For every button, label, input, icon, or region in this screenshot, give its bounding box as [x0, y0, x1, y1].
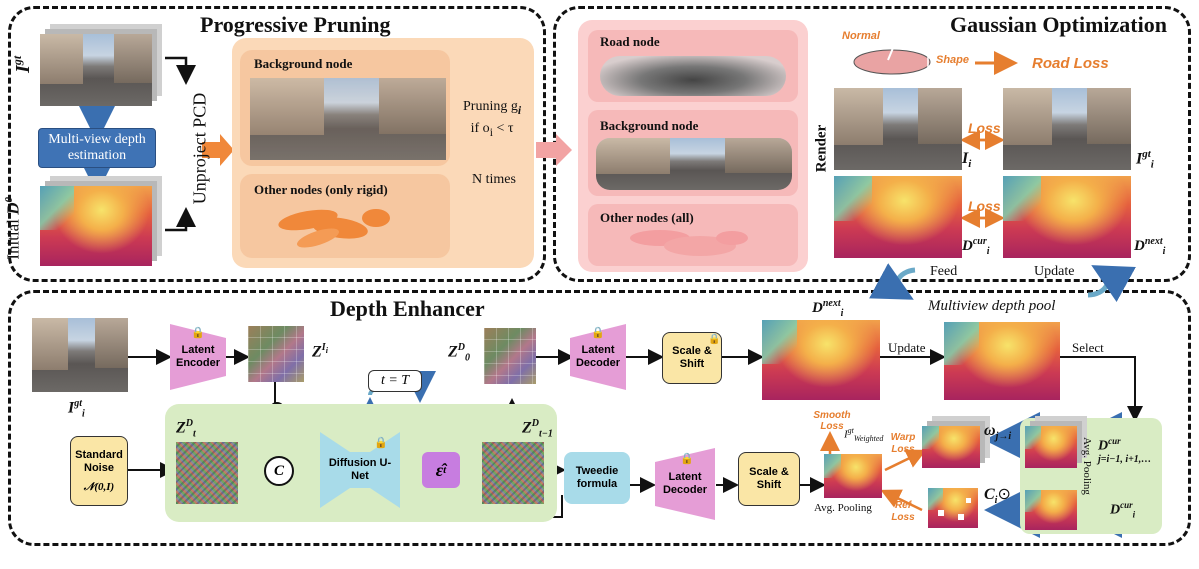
d-neighbors-label: Dcur j=i−1, i+1,… [1098, 436, 1152, 465]
lock-icon-unet: 🔒 [374, 437, 388, 449]
igt-i-label: Igti [1136, 148, 1154, 171]
gaussian-shape-icon [853, 35, 931, 75]
background-node-label: Background node [254, 56, 353, 71]
depth-igt-image [32, 318, 128, 392]
update-arrow-label: Update [888, 340, 926, 355]
ci-label: Ci⊙ [984, 486, 1011, 507]
shape-label: Shape [936, 54, 970, 66]
t-equals-T-label: t = T [368, 370, 422, 392]
warp-loss-label: Warp Loss [890, 432, 916, 455]
all-gaussians-shape [630, 230, 748, 256]
rigid-gaussians-shape [278, 209, 390, 248]
background-node-image [250, 78, 446, 160]
current-depth-image [834, 176, 962, 258]
current-depth-pool-image [1025, 490, 1077, 530]
ii-label: Ii [962, 150, 972, 171]
depth-title: Depth Enhancer [330, 296, 485, 321]
lock-icon-scale-1: 🔒 [708, 334, 721, 345]
zt1-label: ZDt−1 [522, 418, 553, 440]
lock-icon-encoder: 🔒 [191, 327, 205, 339]
dcur-label: Dcuri [962, 236, 990, 257]
dnext-depth-label: Dnexti [812, 298, 844, 319]
pruning-rule-label: Pruning gi if oi < τ [463, 99, 522, 139]
weighted-label: IgtWeighted [844, 426, 884, 443]
render-label: Render [813, 124, 830, 173]
avg-pooling-label-2: Avg. Pooling [1080, 437, 1093, 495]
zi-label: ZIi [312, 342, 328, 361]
noise-latent-zt1 [482, 442, 544, 504]
pruning-title: Progressive Pruning [200, 12, 391, 37]
gt-image [1003, 88, 1131, 170]
initial-depth-label: Initial D0 [2, 197, 23, 260]
normal-label: Normal [842, 30, 880, 42]
standard-noise-box: Standard Noise 𝒩(0,I) [70, 436, 128, 506]
scale-shift-box-1: Scale & Shift [662, 332, 722, 384]
warped-depth-stack [922, 426, 980, 468]
n-times-label: N times [472, 172, 516, 187]
bg-node-label: Background node [600, 118, 699, 133]
omega-label: ωj→i [984, 422, 1012, 443]
epsilon-box: ε̂t [422, 452, 460, 488]
road-loss-label: Road Loss [1032, 55, 1109, 72]
rendered-image [834, 88, 962, 170]
road-node-label: Road node [600, 34, 660, 49]
smooth-loss-label: Smooth Loss [813, 410, 851, 432]
select-label: Select [1072, 340, 1104, 355]
ref-loss-label: Ref Loss [891, 500, 915, 523]
feed-label: Feed [930, 264, 958, 279]
latent-decoder-shape-1 [570, 324, 626, 390]
other-rigid-label: Other nodes (only rigid) [254, 182, 388, 197]
other-rigid-box [240, 174, 450, 258]
igt-label: Igt [10, 55, 34, 73]
gaussian-title: Gaussian Optimization [950, 12, 1167, 37]
unproject-pcd-label: Unproject PCD [189, 92, 210, 205]
z0-label: ZD0 [448, 342, 471, 364]
lock-icon-decoder-2: 🔒 [680, 453, 694, 465]
road-node-image [600, 56, 786, 96]
dnext-label: Dnexti [1134, 236, 1166, 257]
multiview-pool-title: Multiview depth pool [928, 298, 1056, 314]
bg-node-image [596, 138, 792, 190]
depth-igt-label: Igti [68, 398, 85, 420]
latent-decoder-label-1: Latent Decoder [575, 344, 621, 369]
lock-icon-decoder-1: 🔒 [591, 327, 605, 339]
noise-latent-zt [176, 442, 238, 504]
igt-image-stack [40, 34, 152, 106]
diffusion-unet-shape [320, 432, 400, 508]
depth-enhancer-panel [8, 290, 1191, 546]
latent-decoder-shape-2 [655, 448, 715, 520]
neighbor-depth-stack [1025, 426, 1077, 468]
zt-label: ZDt [176, 418, 196, 440]
latent-image-zi [248, 326, 304, 382]
loss-label-1: Loss [968, 120, 1001, 136]
concat-circle: C [264, 456, 294, 486]
latent-decoder-label-2: Latent Decoder [662, 471, 708, 496]
next-depth-image [1003, 176, 1131, 258]
weighted-depth-image [824, 454, 882, 498]
initial-depth-stack [40, 186, 152, 266]
multiview-depth-estimation-box: Multi-view depth estimation [38, 128, 156, 168]
dnext-image [762, 320, 880, 400]
diffusion-unet-label: Diffusion U-Net [328, 457, 392, 482]
latent-encoder-shape [170, 324, 226, 390]
tweedie-box: Tweedie formula [564, 452, 630, 504]
latent-encoder-label: Latent Encoder [175, 344, 220, 369]
avg-pooling-label-1: Avg. Pooling [814, 502, 872, 514]
depth-pool-image [944, 322, 1060, 400]
scale-shift-box-2: Scale & Shift [738, 452, 800, 506]
other-all-label: Other nodes (all) [600, 210, 694, 225]
d-cur-label: Dcuri [1110, 500, 1136, 520]
ref-depth-image [928, 488, 978, 528]
update-label: Update [1034, 264, 1075, 279]
loss-label-2: Loss [968, 198, 1001, 214]
latent-image-z0 [484, 328, 536, 384]
